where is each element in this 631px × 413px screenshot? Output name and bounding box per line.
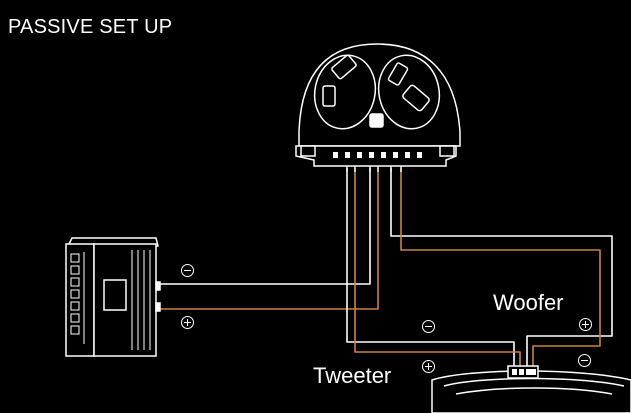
crossover-terminal-block xyxy=(295,145,457,167)
tweeter-label: Tweeter xyxy=(313,363,392,388)
tweeter-positive-symbol: + xyxy=(422,360,435,373)
amp-negative-symbol: − xyxy=(181,264,194,277)
tweeter-positive-wire xyxy=(354,168,521,368)
woofer-negative-wire xyxy=(390,168,613,368)
wires xyxy=(157,168,613,368)
woofer-positive-wire xyxy=(400,168,601,368)
crossover-terminals xyxy=(333,152,422,158)
amp-positive-wire xyxy=(157,168,379,310)
diagram-title: PASSIVE SET UP xyxy=(8,16,173,38)
woofer-negative-symbol: − xyxy=(578,354,591,367)
tweeter-negative-symbol: − xyxy=(422,320,435,333)
amplifier-body xyxy=(65,243,95,357)
crossover-port-left xyxy=(313,54,377,130)
crossover-switch xyxy=(369,113,384,128)
woofer-positive-symbol: + xyxy=(579,318,592,331)
tweeter-negative-wire xyxy=(346,168,515,368)
crossover-icon xyxy=(295,43,461,172)
amp-positive-symbol: + xyxy=(181,316,194,329)
speaker-icon xyxy=(431,365,631,413)
amplifier-icon xyxy=(65,237,161,357)
woofer-label: Woofer xyxy=(493,290,564,315)
